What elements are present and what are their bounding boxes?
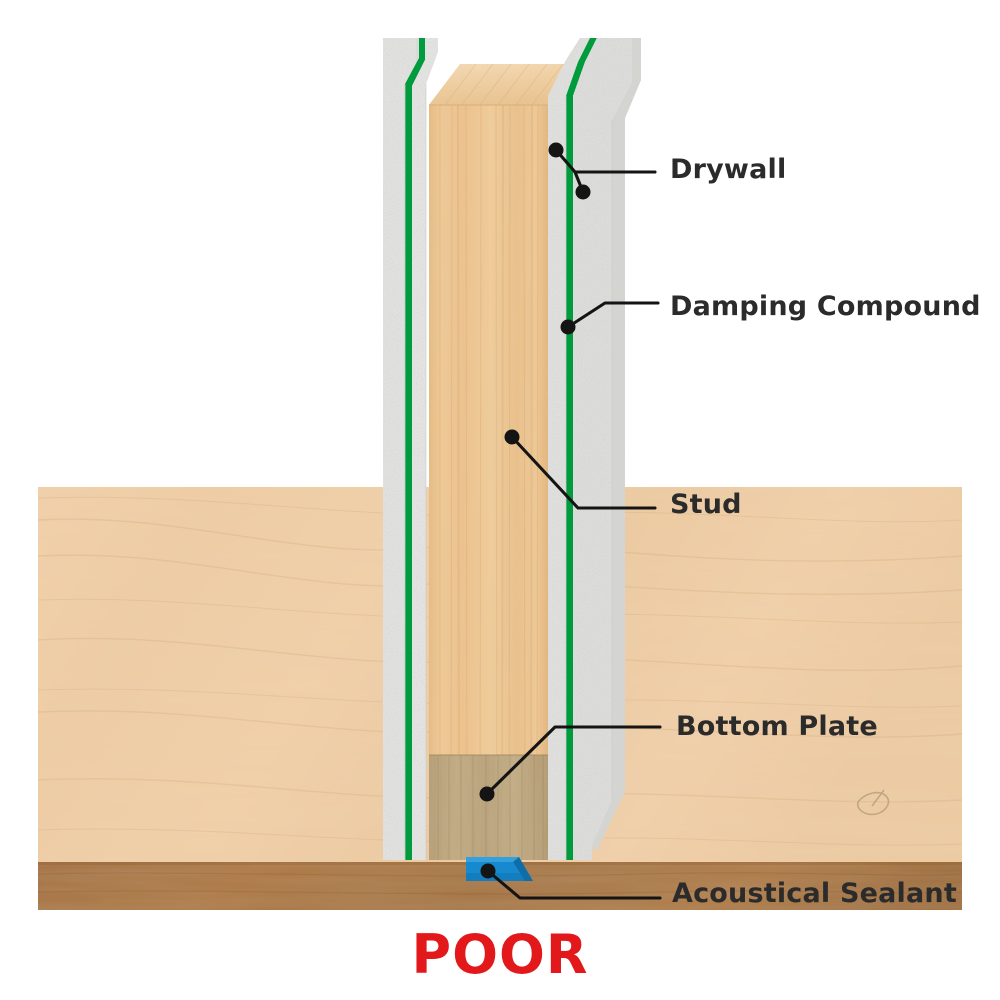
drywall-right-return-face — [592, 38, 641, 852]
label-stud: Stud — [670, 489, 742, 520]
right-wall-panel — [548, 38, 641, 860]
left-wall-panel — [383, 38, 438, 860]
label-bottom-plate: Bottom Plate — [676, 711, 878, 742]
label-damping-compound: Damping Compound — [670, 291, 981, 322]
damping-compound-left — [405, 38, 425, 860]
stud-member — [429, 63, 578, 861]
stud-top-face — [429, 63, 578, 106]
stud-front-face — [429, 104, 548, 861]
callout-drywall[interactable] — [548, 142, 657, 200]
bottom-plate-member — [429, 754, 548, 860]
wood-knot-mark — [856, 789, 890, 816]
label-drywall: Drywall — [670, 154, 787, 185]
callout-acoustical-sealant[interactable] — [480, 863, 662, 900]
callout-damping-compound[interactable] — [560, 301, 660, 335]
label-acoustical-sealant: Acoustical Sealant — [672, 878, 957, 909]
callout-layer — [479, 142, 662, 900]
drywall-left-outer — [383, 38, 416, 860]
callout-stud[interactable] — [504, 429, 657, 510]
verdict-label: POOR — [411, 923, 589, 986]
callout-bottom-plate[interactable] — [479, 725, 662, 802]
floor-assembly — [37, 487, 963, 910]
damping-compound-right — [566, 38, 597, 860]
drywall-left-inner — [412, 38, 438, 860]
drywall-right-inner — [548, 38, 590, 860]
drywall-right-outer — [573, 38, 632, 860]
